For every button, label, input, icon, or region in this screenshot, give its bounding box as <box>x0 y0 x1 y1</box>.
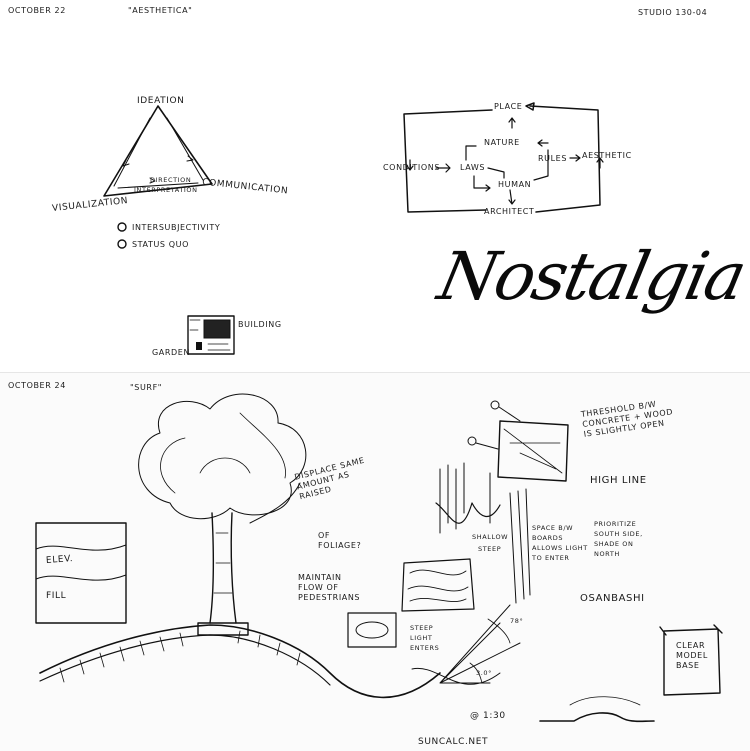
shallow-label: SHALLOW <box>472 533 509 541</box>
conditions-node: CONDITIONS <box>383 163 440 172</box>
triangle-diagram <box>103 105 213 249</box>
angle-a-label: 3.0° <box>476 669 492 677</box>
garden-label: GARDEN <box>152 348 191 357</box>
bullet-status-quo: STATUS QUO <box>132 240 190 249</box>
concept-flow-diagram <box>403 102 604 213</box>
aesthetic-node: AESTHETIC <box>582 151 632 160</box>
ideation-label: IDEATION <box>137 96 185 106</box>
sheet-title: "SURF" <box>130 383 163 392</box>
angle-b-label: 78° <box>510 617 524 625</box>
architect-node: ARCHITECT <box>484 207 535 216</box>
high-line-label: HIGH LINE <box>590 475 647 486</box>
place-node: PLACE <box>494 102 523 111</box>
fill-label: FILL <box>46 591 67 601</box>
prioritize-note: PRIORITIZE SOUTH SIDE, SHADE ON NORTH <box>594 520 643 558</box>
scale-label: @ 1:30 <box>470 711 506 721</box>
maintain-note: MAINTAIN FLOW OF PEDESTRIANS <box>298 573 361 602</box>
suncalc-label: SUNCALC.NET <box>418 737 489 747</box>
edge-direction-label: DIRECTION <box>150 176 192 184</box>
surf-sketches <box>35 393 723 723</box>
edge-interpretation-label: INTERPRETATION <box>134 186 198 194</box>
elev-label: ELEV. <box>45 554 74 566</box>
sheet-date: OCTOBER 22 <box>8 6 66 15</box>
sheet-date: OCTOBER 24 <box>8 381 66 390</box>
osanbashi-label: OSANBASHI <box>580 593 645 604</box>
rules-node: RULES <box>538 154 568 163</box>
steep-light-note: STEEP LIGHT ENTERS <box>410 624 440 652</box>
sheet-title: "AESTHETICA" <box>128 6 193 15</box>
studio-label: STUDIO 130-04 <box>638 8 708 17</box>
sketch-sheet-oct-22: OCTOBER 22 "AESTHETICA" STUDIO 130-04 ID… <box>0 0 750 372</box>
laws-node: LAWS <box>460 163 486 172</box>
garden-building-sketch <box>187 315 235 355</box>
building-label: BUILDING <box>238 320 282 329</box>
foliage-note: OF FOLIAGE? <box>318 531 362 550</box>
clear-model-base-label: CLEAR MODEL BASE <box>676 641 708 670</box>
space-note: SPACE B/W BOARDS ALLOWS LIGHT TO ENTER <box>532 524 588 562</box>
nature-node: NATURE <box>484 138 520 147</box>
steep-label: STEEP <box>478 545 502 553</box>
sketch-sheet-oct-24: OCTOBER 24 "SURF" <box>0 372 750 751</box>
human-node: HUMAN <box>498 180 532 189</box>
bullet-intersubjectivity: INTERSUBJECTIVITY <box>132 223 221 232</box>
